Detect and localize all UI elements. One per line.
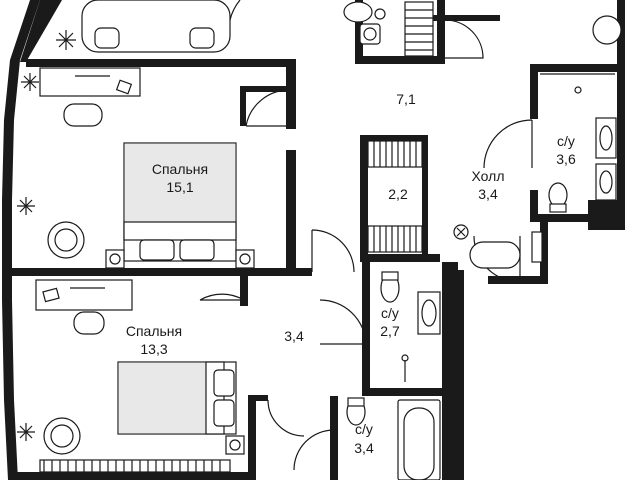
chair-icon: [63, 103, 103, 127]
plant-icon: [21, 73, 39, 91]
bottom-wall-left: [12, 472, 252, 480]
bath-top-right-bottom-wall: [530, 214, 592, 222]
bath-middle-name: с/у: [381, 305, 399, 321]
hall-furniture: [453, 224, 543, 269]
bath-middle-bottom-wall: [362, 388, 450, 396]
bedroom1-top-wall: [26, 59, 296, 67]
wardrobe-icon: [367, 225, 423, 253]
plant-icon: [17, 197, 35, 215]
corridor-door-swing: [311, 229, 355, 273]
sink-icon: [595, 163, 617, 201]
closet-right-wall: [422, 135, 428, 260]
sink-icon: [417, 291, 441, 335]
closet-top-wall: [360, 135, 428, 141]
bath-bottom-fixtures: [346, 397, 441, 480]
storage-door-swing: [444, 19, 484, 59]
closet-bottom-wall: [360, 254, 440, 262]
wardrobe-icon: [404, 1, 434, 57]
corridor-top-area: 7,1: [396, 91, 416, 107]
bath-middle-left-wall: [362, 262, 370, 392]
hall-bottom-right-wall: [488, 276, 548, 284]
storage-left-wall: [355, 0, 363, 62]
bath-middle-door-swing: [319, 299, 367, 345]
hall-right-wall: [540, 222, 548, 282]
bath-top-right-left-wall-lower: [530, 190, 538, 220]
closet-area: 2,2: [388, 186, 408, 202]
hall-name: Холл: [472, 168, 505, 184]
bedroom1-door-jamb: [240, 86, 246, 126]
bedroom1-right-wall-upper: [286, 59, 296, 129]
walls: [2, 0, 625, 480]
sink-icon: [595, 117, 617, 159]
shower-icon: [574, 86, 582, 94]
rug-outline: [229, 0, 241, 21]
armchair-icon: [592, 15, 622, 45]
bedroom2-door-swing: [199, 293, 245, 301]
bath-bottom-name: с/у: [355, 421, 373, 437]
bath-top-right-top-wall: [530, 64, 625, 72]
bedrooms-divider-wall: [12, 268, 312, 276]
bedroom2-right-wall-lower: [248, 395, 256, 480]
closet-shelves: [367, 140, 423, 253]
shaft-block: [588, 200, 625, 230]
storage-right-wall: [437, 0, 445, 64]
bedroom2-right-wall-upper: [240, 276, 248, 306]
right-column-wall: [442, 270, 464, 480]
bath-top-right-left-wall-upper: [530, 64, 538, 119]
bedroom2-door-header: [248, 395, 268, 401]
bedroom1-furniture: [17, 67, 255, 269]
bedroom1-door-swing: [245, 89, 291, 127]
nightstand-icon: [235, 249, 255, 269]
bath-middle-area: 2,7: [380, 323, 400, 339]
bench-icon: [469, 241, 521, 269]
rug-fringe: [39, 459, 231, 473]
bath-top-right-name: с/у: [557, 133, 575, 149]
bath-top-right-door-swing: [483, 119, 533, 169]
washer-icon: [343, 1, 373, 23]
bathtub-icon: [397, 399, 441, 480]
bath-bottom-area: 3,4: [354, 440, 374, 456]
bedroom2-area: 13,3: [140, 341, 167, 357]
storage-bottom-wall: [355, 56, 445, 64]
corridor-bottom-door-swing: [267, 399, 305, 437]
plant-icon: [56, 30, 76, 50]
bath-bottom-door-swing: [293, 429, 335, 471]
wardrobe-icon: [367, 140, 423, 168]
bedroom2-furniture: [17, 279, 245, 473]
room-labels: Спальня 15,1 Спальня 13,3 7,1 2,2 Холл 3…: [126, 91, 576, 456]
plant-icon: [17, 423, 35, 441]
bath-top-right-area: 3,6: [556, 151, 576, 167]
bedroom1-door-partition: [240, 86, 290, 92]
toilet-icon: [548, 182, 568, 208]
bath-top-right-fixtures: [540, 73, 617, 213]
living-furniture: [56, 0, 622, 53]
bedroom1-right-wall-lower: [286, 150, 296, 275]
chair-icon: [73, 311, 105, 335]
nightstand-icon: [105, 249, 125, 269]
hall-area: 3,4: [478, 186, 498, 202]
bath-middle-fixtures: [380, 271, 441, 382]
bedroom1-area: 15,1: [166, 179, 193, 195]
corridor-mid-area: 3,4: [284, 328, 304, 344]
top-right-room-wall: [430, 15, 500, 21]
bedroom2-name: Спальня: [126, 323, 182, 339]
shoe-rack-icon: [531, 231, 543, 263]
facade-top-wall: [20, 0, 62, 62]
ceiling-light-icon: [453, 224, 469, 240]
bedroom1-name: Спальня: [152, 161, 208, 177]
nightstand-icon: [225, 435, 245, 455]
storage-shelves: [404, 1, 434, 57]
closet-left-wall: [360, 135, 368, 260]
right-exterior-wall: [617, 0, 625, 230]
left-facade-wall: [2, 0, 40, 480]
